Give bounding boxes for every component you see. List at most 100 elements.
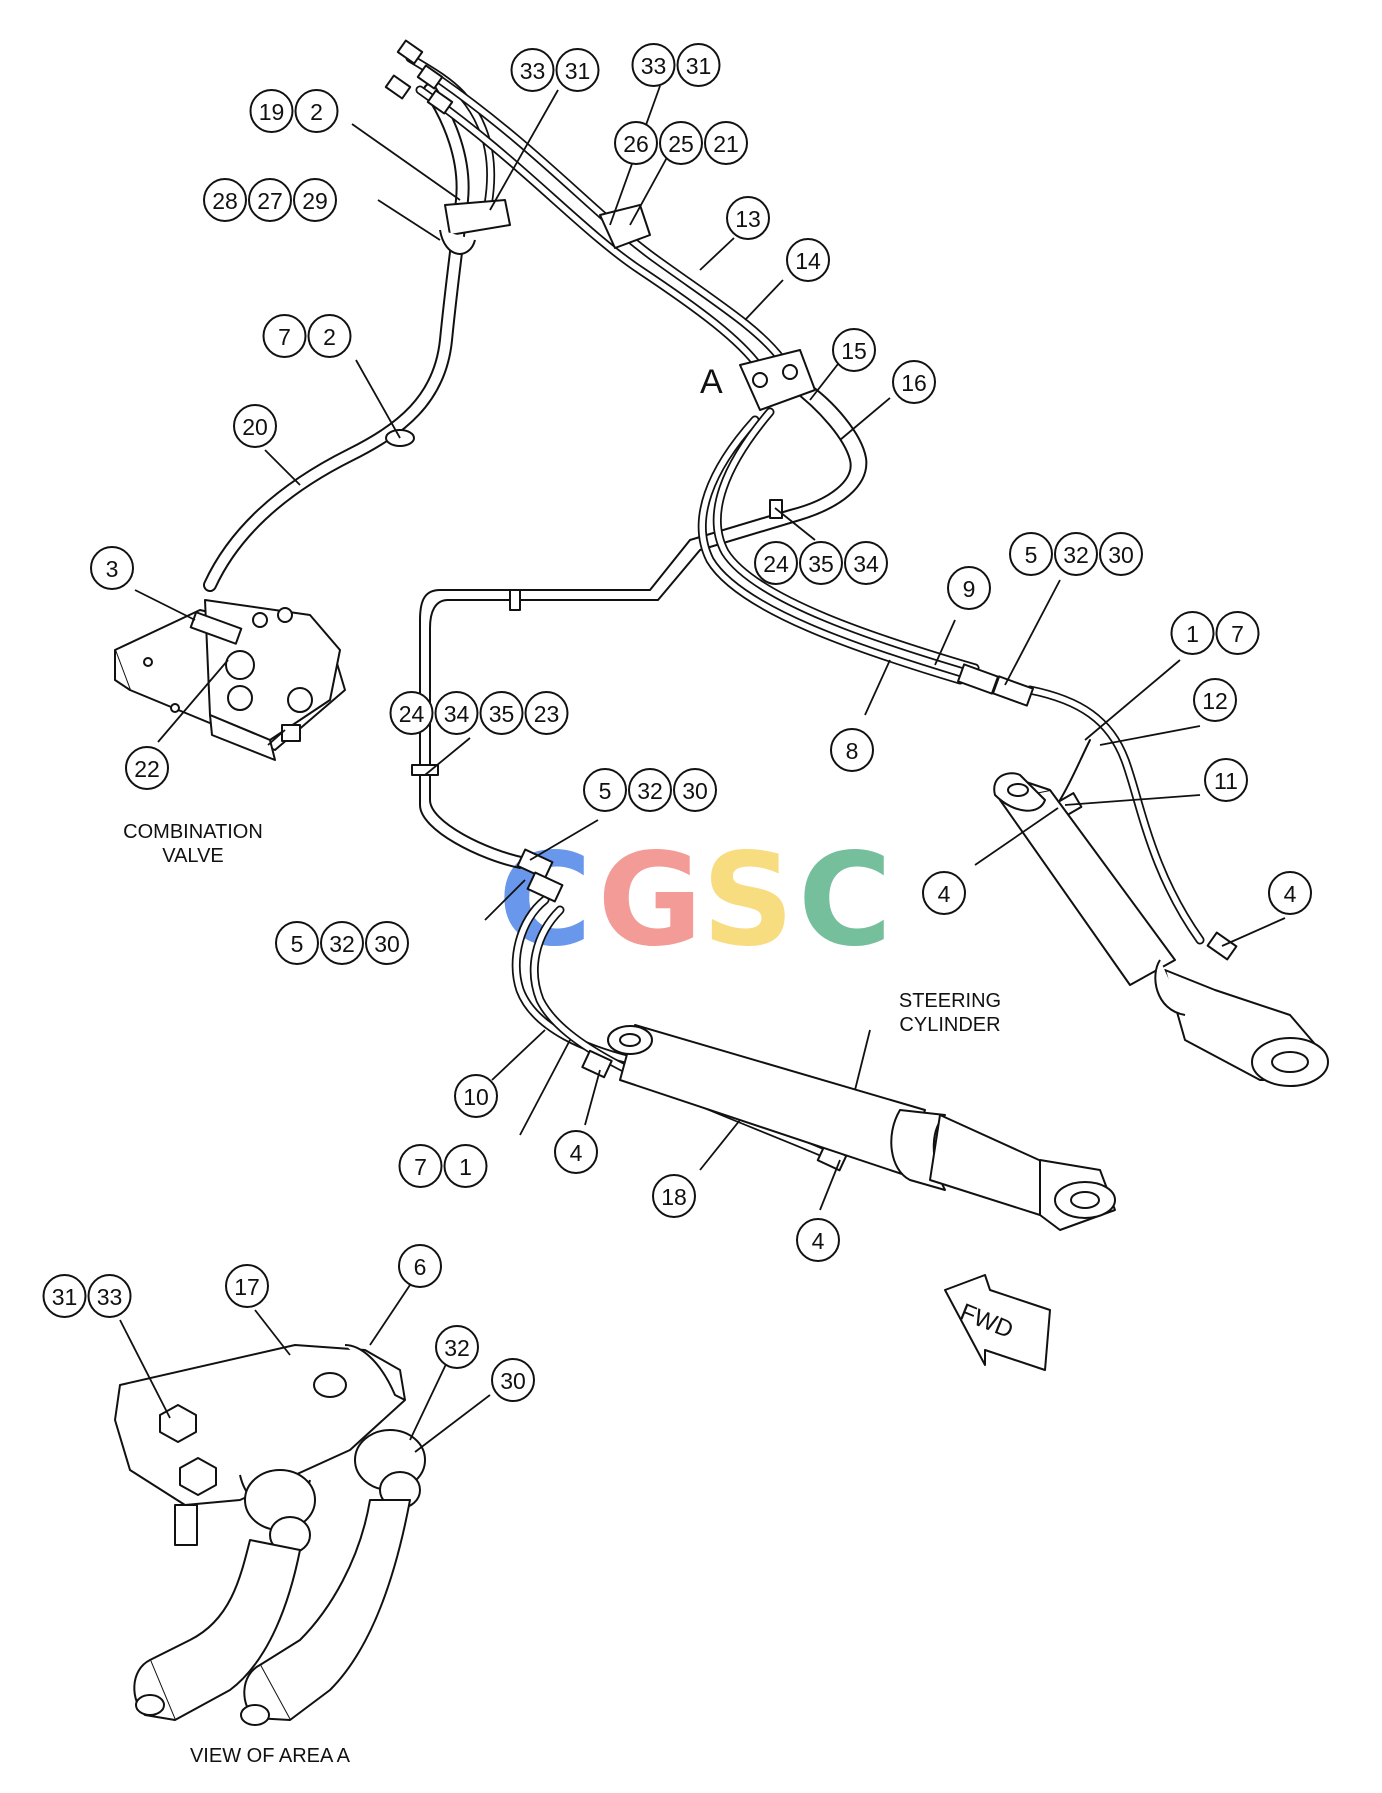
callout-balloon	[225, 1264, 269, 1308]
combination-valve-label-line-2: VALVE	[162, 845, 224, 867]
callout-g-4-c: 4	[554, 1130, 598, 1174]
top-fitting-4	[426, 89, 454, 115]
callout-number: 17	[234, 1274, 260, 1300]
callout-balloon	[631, 43, 676, 87]
callout-balloon	[1268, 871, 1312, 915]
bracket-6	[344, 1344, 406, 1401]
hose-lines	[203, 53, 1205, 1165]
callout-g-14: 14	[786, 238, 830, 282]
callout-balloon	[652, 1174, 696, 1218]
callout-number: 30	[500, 1368, 526, 1394]
callout-balloon	[832, 328, 876, 372]
area-a-marker: A	[700, 363, 723, 401]
callout-number: 3	[106, 556, 119, 582]
callout-number: 1	[459, 1154, 472, 1180]
callout-number: 30	[682, 778, 708, 804]
callout-g-11: 11	[1204, 758, 1248, 802]
callout-number: 6	[414, 1254, 427, 1280]
callout-number: 33	[520, 58, 546, 84]
callout-g-13: 13	[726, 196, 770, 240]
left-steering-cylinder	[607, 1024, 1116, 1231]
bolt-31-b	[179, 1457, 217, 1496]
callout-number: 33	[641, 53, 667, 79]
callout-number: 5	[599, 778, 612, 804]
callout-balloon	[659, 121, 703, 165]
watermark-letter-4: C	[798, 826, 892, 975]
callout-g-4-d: 4	[796, 1218, 840, 1262]
callout-number: 14	[795, 248, 821, 274]
callout-number: 20	[242, 414, 268, 440]
callout-balloon	[796, 1218, 840, 1262]
callout-number: 33	[97, 1284, 123, 1310]
callout-g-15: 15	[832, 328, 876, 372]
watermark-letter-3: S	[702, 826, 794, 975]
callout-balloon	[398, 1144, 443, 1188]
callout-balloon	[799, 541, 843, 585]
callout-balloon	[1054, 532, 1098, 576]
callout-balloon	[389, 691, 434, 735]
callout-number: 29	[302, 188, 328, 214]
callout-number: 4	[938, 881, 951, 907]
tube-15	[429, 377, 868, 859]
callout-balloon	[434, 691, 479, 735]
steering-cylinder-label-line-1: STEERING	[899, 990, 1001, 1012]
callout-balloon	[947, 566, 991, 610]
connector-8-9-b	[992, 675, 1034, 707]
callout-number: 19	[259, 99, 285, 125]
callout-number: 25	[668, 131, 694, 157]
callout-g-9: 9	[947, 566, 991, 610]
callout-balloon	[524, 691, 569, 735]
callout-number: 32	[329, 931, 355, 957]
callout-balloon	[1193, 678, 1237, 722]
callout-number: 7	[1231, 621, 1244, 647]
callout-balloon	[293, 178, 337, 222]
combination-valve-label-line-1: COMBINATION	[123, 821, 263, 843]
top-fitting-1	[396, 39, 424, 65]
callout-balloon	[922, 871, 966, 915]
callout-balloon	[628, 768, 672, 812]
callout-g-16: 16	[892, 360, 936, 404]
callout-number: 15	[841, 338, 867, 364]
callout-number: 4	[812, 1228, 825, 1254]
callout-balloon	[233, 404, 277, 448]
callout-number: 28	[212, 188, 238, 214]
callout-number: 5	[291, 931, 304, 957]
area-a-view	[114, 1344, 426, 1726]
callout-balloon	[307, 314, 352, 358]
callout-number: 31	[52, 1284, 78, 1310]
combination-valve	[114, 599, 346, 761]
callout-number: 16	[901, 370, 927, 396]
callout-balloon	[125, 746, 169, 790]
callout-balloon	[249, 89, 294, 133]
watermark-letter-2: G	[597, 826, 702, 975]
callout-balloon	[676, 43, 721, 87]
callout-balloon	[90, 546, 134, 590]
callout-balloon	[844, 541, 888, 585]
callout-g-31-33-c: 31 33	[42, 1274, 132, 1318]
callout-g-32: 32	[435, 1325, 479, 1369]
right-cylinder-gland	[1154, 959, 1186, 1016]
callout-balloon	[1170, 611, 1215, 655]
callout-balloon	[248, 178, 292, 222]
watermark: C G S C	[498, 826, 892, 975]
callout-number: 34	[853, 551, 879, 577]
callout-balloon	[830, 728, 874, 772]
right-steering-cylinder	[993, 772, 1329, 1087]
clamp-top	[444, 199, 511, 236]
text-labels: COMBINATION VALVE STEERING CYLINDER VIEW…	[123, 363, 1001, 1767]
callout-balloon	[435, 1325, 479, 1369]
callout-number: 11	[1214, 768, 1238, 794]
connector-8-9-a	[957, 663, 999, 695]
callout-number: 35	[489, 701, 515, 727]
callout-g-6: 6	[398, 1244, 442, 1288]
callout-number: 4	[570, 1140, 583, 1166]
callout-balloon	[262, 314, 307, 358]
callout-number: 8	[846, 738, 859, 764]
